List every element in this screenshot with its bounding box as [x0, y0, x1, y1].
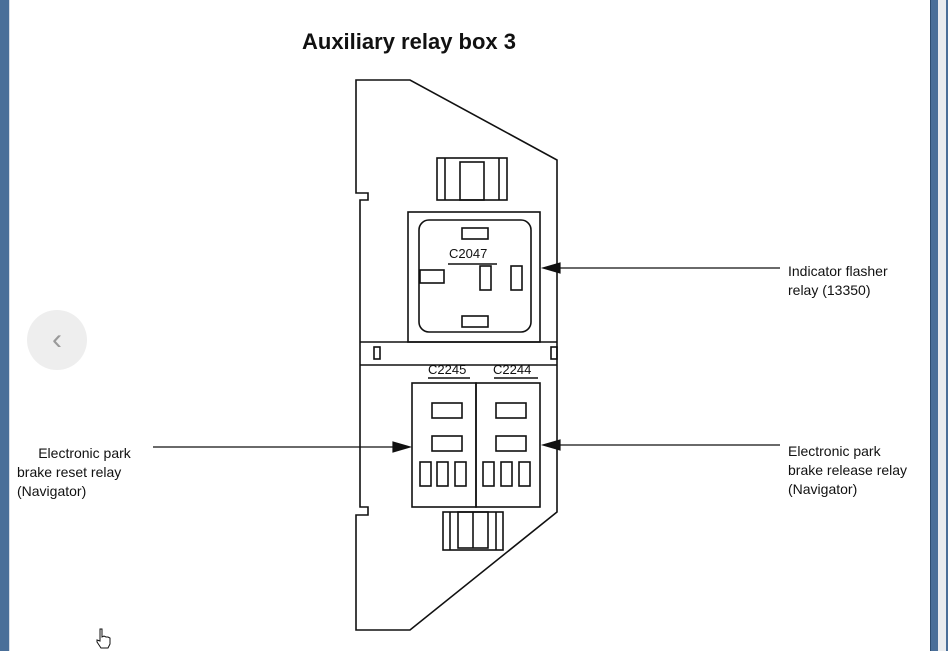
relay-socket-C2245	[411, 382, 477, 508]
connector-label-C2244: C2244	[493, 362, 532, 377]
top-pin-block	[436, 157, 508, 201]
diagram-title: Auxiliary relay box 3	[302, 29, 516, 54]
relay-socket-C2047-inner	[418, 219, 532, 333]
relay-socket-C2244	[475, 382, 541, 508]
chevron-left-icon: ‹	[52, 323, 62, 356]
vertical-scrollbar[interactable]	[938, 0, 946, 651]
relay-socket-C2047-outer	[407, 211, 541, 343]
indicator-flasher-label: Indicator flasher relay (13350)	[788, 263, 888, 298]
previous-button[interactable]: ‹	[27, 310, 87, 370]
connector-label-C2245: C2245	[428, 362, 467, 377]
window-right-border	[930, 0, 948, 651]
connector-label-C2047: C2047	[449, 246, 488, 261]
hand-cursor-icon	[96, 628, 111, 649]
release-relay-label: Electronic park brake release relay (Nav…	[788, 443, 908, 497]
housing-outline	[355, 79, 558, 631]
reset-relay-label: Electronic park brake reset relay (Navig…	[17, 445, 131, 499]
window-left-border	[0, 0, 10, 651]
